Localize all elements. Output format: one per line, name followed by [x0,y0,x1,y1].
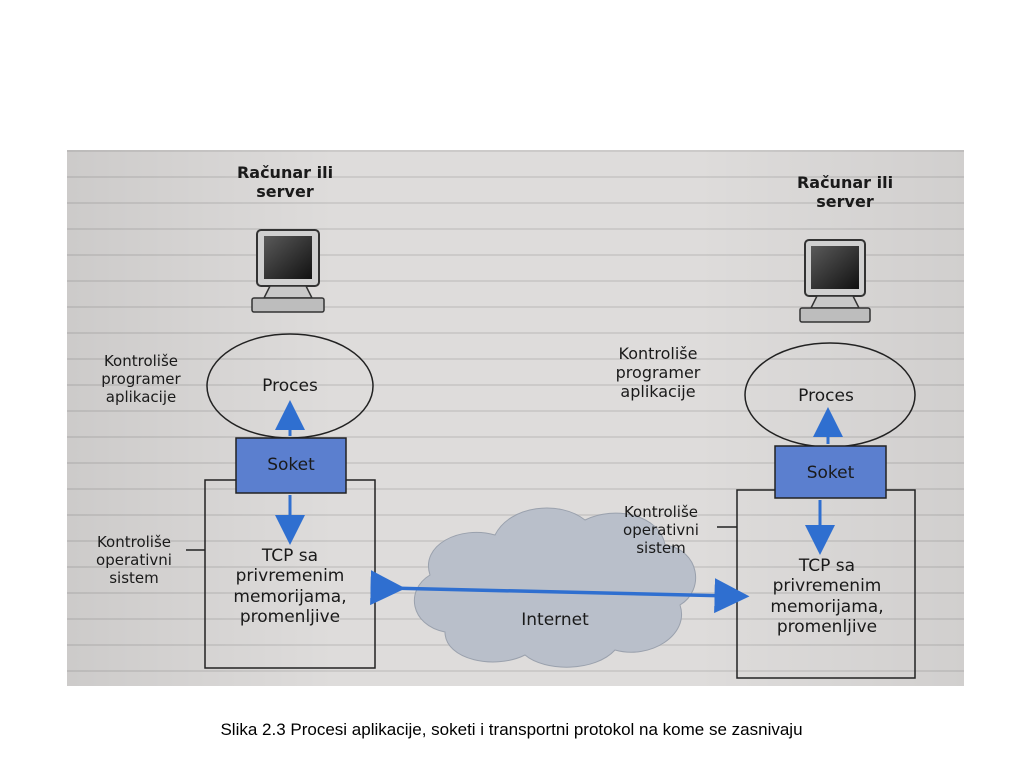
left-tcp-label: TCP sa privremenim memorijama, promenlji… [233,546,347,628]
tcp-connection-arrow [370,570,750,614]
right-process-label: Proces [798,386,854,406]
right-socket-box [774,445,887,499]
right-os-control-label: Kontroliše operativni sistem [623,503,699,557]
right-host-label: Računar ili server [796,173,894,212]
left-app-control-label: Kontroliše programer aplikacije [101,352,181,406]
right-app-control-label: Kontroliše programer aplikacije [615,344,701,402]
internet-label: Internet [521,610,589,630]
right-computer-icon [799,239,871,323]
left-socket-label: Soket [267,455,315,475]
left-computer-icon [251,229,325,313]
figure-caption: Slika 2.3 Procesi aplikacije, soketi i t… [220,720,803,739]
right-tcp-label: TCP sa privremenim memorijama, promenlji… [770,556,884,638]
left-process-label: Proces [262,376,318,396]
left-host-label: Računar ili server [236,163,334,202]
right-socket-label: Soket [806,463,855,483]
left-socket-box [235,437,347,494]
left-os-control-label: Kontroliše operativni sistem [96,533,172,587]
